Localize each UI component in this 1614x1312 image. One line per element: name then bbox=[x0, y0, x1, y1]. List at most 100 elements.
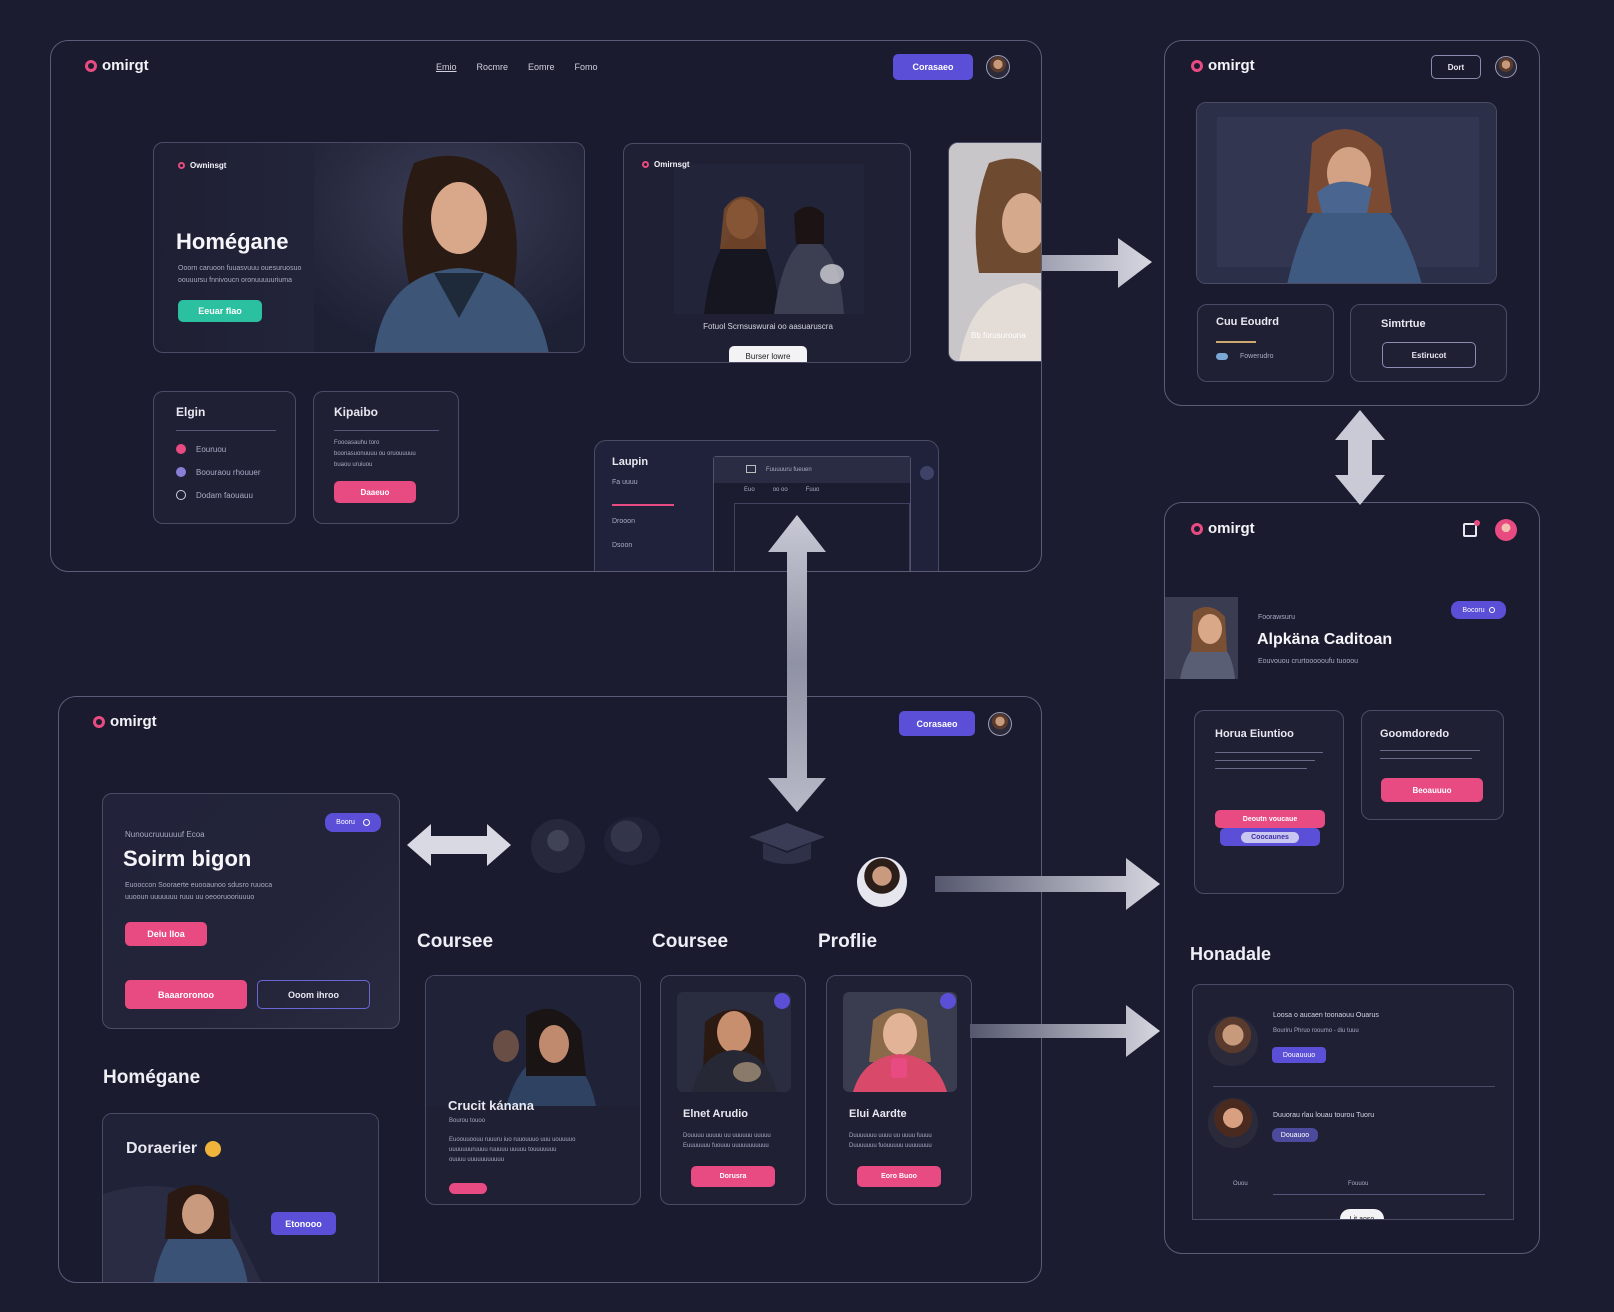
homepage-frame: omirgt Emio Rocmre Eomre Fomo Corasaeo O… bbox=[50, 40, 1042, 572]
course-2-text-1: Douuuu uuuuu uu uuuuuu uuuuu bbox=[683, 1133, 771, 1139]
avatar-silhouette-icon bbox=[531, 819, 585, 873]
radio-checked-icon bbox=[176, 444, 186, 454]
course-1-text-1: Euoouuoouu ruuuru iuo ruuouuuo uuu uouuu… bbox=[449, 1137, 576, 1143]
login-panel: Laupin Fa uuuu Drooon Dsoon Fuuuuuru fue… bbox=[594, 440, 939, 571]
login-item-3-label: Dodam faouauu bbox=[196, 490, 253, 500]
list-item-1-title: Loosa o aucaen toonaouu Ouarus bbox=[1273, 1012, 1379, 1019]
list-item-1-badge[interactable]: Douauuuo bbox=[1272, 1047, 1326, 1063]
course-card-3[interactable]: Elui Aardte Duuuuuuu uuuu uu uuuu fuuuu … bbox=[826, 975, 972, 1205]
inner-window-cols: Euo oo oo Fuuo bbox=[744, 487, 819, 493]
hero-button[interactable]: Eeuar flao bbox=[178, 300, 262, 322]
structure-button[interactable]: Estirucot bbox=[1382, 342, 1476, 368]
course-2-text-2: Euuuuuuu fuouuu uuuuuuuuuuu bbox=[683, 1143, 769, 1149]
login-item-1[interactable]: Eouruou bbox=[176, 444, 226, 454]
structure-card-title: Simtrtue bbox=[1381, 318, 1426, 330]
list-avatar-2 bbox=[1208, 1098, 1258, 1148]
login-item-3[interactable]: Dodam faouauu bbox=[176, 490, 253, 500]
active-underline bbox=[612, 504, 674, 506]
nav-link-1[interactable]: Emio bbox=[436, 62, 457, 72]
col-2: oo oo bbox=[772, 487, 788, 493]
course-3-text-1: Duuuuuuu uuuu uu uuuu fuuuu bbox=[849, 1133, 932, 1139]
kipaibo-card: Kipaibo Foooasauhu toro boonasuonuuuu ou… bbox=[313, 391, 459, 524]
hero-logo-text: Owninsgt bbox=[190, 161, 227, 170]
hero-text-2: oouuursu fnnivoucn oronuuuuuriuma bbox=[178, 277, 293, 284]
goomdoredo-button[interactable]: Beoauuuo bbox=[1381, 778, 1483, 802]
kipaibo-button[interactable]: Daaeuo bbox=[334, 481, 416, 503]
brand-logo[interactable]: omirgt bbox=[1191, 57, 1255, 74]
nav-link-4[interactable]: Fomo bbox=[574, 62, 598, 72]
list-footer-button[interactable]: Lit aoso bbox=[1340, 1209, 1384, 1219]
notification-dot-icon bbox=[1474, 520, 1480, 526]
brand-logo[interactable]: omirgt bbox=[85, 57, 149, 74]
course-1-progress-pill bbox=[449, 1183, 487, 1194]
nav-link-2[interactable]: Rocmre bbox=[476, 62, 509, 72]
graduation-cap-icon bbox=[749, 823, 825, 872]
user-avatar[interactable] bbox=[1495, 56, 1517, 78]
hero-primary-button[interactable]: Deiu lloa bbox=[125, 922, 207, 946]
list-footer-left: Ouou bbox=[1233, 1181, 1248, 1187]
course-3-button[interactable]: Eoro Buoo bbox=[857, 1166, 941, 1187]
brand-logo-icon bbox=[93, 715, 105, 728]
horua-secondary-button[interactable]: Coocaunes bbox=[1220, 828, 1320, 846]
inner-window-title: Fuuuuuru fueuen bbox=[766, 467, 812, 473]
divider bbox=[176, 430, 276, 431]
courses-frame: omirgt Corasaeo Nunoucruuuuuuf Ecoa Boor… bbox=[58, 696, 1042, 1283]
window-icon bbox=[746, 465, 756, 473]
user-avatar[interactable] bbox=[986, 55, 1010, 79]
radio-empty-icon bbox=[176, 490, 186, 500]
brand-logo-icon bbox=[85, 59, 97, 72]
hero-photo bbox=[314, 143, 584, 352]
hero-secondary-button[interactable]: Baaaroronoo bbox=[125, 980, 247, 1009]
list-avatar-1 bbox=[1208, 1016, 1258, 1066]
hero-outline-button[interactable]: Ooom ihroo bbox=[257, 980, 370, 1009]
brand-logo[interactable]: omirgt bbox=[93, 713, 157, 730]
notification-icon[interactable] bbox=[1463, 520, 1480, 537]
login-item-2[interactable]: Boouraou rhouuer bbox=[176, 467, 261, 477]
kipaibo-title: Kipaibo bbox=[334, 405, 378, 419]
header-button[interactable]: Dort bbox=[1431, 55, 1481, 79]
user-avatar[interactable] bbox=[1495, 519, 1517, 541]
list-divider bbox=[1213, 1086, 1495, 1087]
brand-name: omirgt bbox=[1208, 520, 1255, 537]
course-1-text-2: uuuuuuuruuuu ruuuuu uuuuu touuuuuuu bbox=[449, 1147, 557, 1153]
login-panel-item-2[interactable]: Dsoon bbox=[612, 542, 633, 549]
horua-text-line bbox=[1215, 760, 1315, 761]
course-2-button[interactable]: Dorusra bbox=[691, 1166, 775, 1187]
login-panel-item-1[interactable]: Drooon bbox=[612, 518, 635, 525]
badge-icon bbox=[1488, 607, 1495, 613]
promo-card-logo: Omirnsgt bbox=[642, 160, 690, 169]
hero-card: Owninsgt Homégane Ooorn caruoon fuuasvuu… bbox=[153, 142, 585, 353]
course-1-sub: Bourou touoo bbox=[449, 1118, 486, 1124]
promo-logo-icon bbox=[642, 161, 649, 168]
promo-button[interactable]: Burser lowre bbox=[729, 346, 807, 362]
feature-photo-card bbox=[1196, 102, 1497, 284]
horua-primary-button[interactable]: Deoutn voucaue bbox=[1215, 810, 1325, 828]
profile-frame: omirgt Foorawsuru Alpkäna Caditoan Eouvo… bbox=[1164, 502, 1540, 1254]
brand-logo[interactable]: omirgt bbox=[1191, 520, 1255, 537]
course-card-1[interactable]: Crucit kánana Bourou touoo Euoouuoouu ru… bbox=[425, 975, 641, 1205]
home-card-button[interactable]: Etonooo bbox=[271, 1212, 336, 1235]
kipaibo-text-1: Foooasauhu toro bbox=[334, 440, 380, 446]
badge-icon bbox=[362, 819, 370, 826]
list-item-2-badge[interactable]: Douauoo bbox=[1272, 1128, 1318, 1142]
detail-frame: omirgt Dort Cuu Eoudrd Fowerudro Simtrtu… bbox=[1164, 40, 1540, 406]
side-caption: Bb forusurouna bbox=[971, 331, 1026, 340]
hero-badge[interactable]: Booru bbox=[325, 813, 381, 832]
kipaibo-text-3: buaou uruiuou bbox=[334, 462, 373, 468]
info-item: Fowerudro bbox=[1216, 353, 1273, 360]
course-1-text-3: ouuuu uuuuuuuuuuu bbox=[449, 1157, 505, 1163]
profile-badge[interactable]: Bocoru bbox=[1451, 601, 1506, 619]
user-avatar[interactable] bbox=[988, 712, 1012, 736]
course-3-title: Elui Aardte bbox=[849, 1108, 907, 1120]
hero-text-1: Euooccon Sooraerte euooaunoo sdusro ruuo… bbox=[125, 882, 273, 889]
course-card-2[interactable]: Elnet Arudio Douuuu uuuuu uu uuuuuu uuuu… bbox=[660, 975, 806, 1205]
header-cta-button[interactable]: Corasaeo bbox=[899, 711, 975, 736]
profile-thumb bbox=[857, 857, 907, 907]
inner-window-content bbox=[734, 503, 910, 571]
honadale-title: Honadale bbox=[1190, 944, 1272, 964]
header-cta-button[interactable]: Corasaeo bbox=[893, 54, 973, 80]
soirm-hero-card: Nunoucruuuuuuf Ecoa Booru Soirm bigon Eu… bbox=[102, 793, 400, 1029]
inner-window-bar: Fuuuuuru fueuen bbox=[714, 457, 910, 483]
login-panel-sub: Fa uuuu bbox=[612, 479, 638, 486]
nav-link-3[interactable]: Eomre bbox=[528, 62, 555, 72]
